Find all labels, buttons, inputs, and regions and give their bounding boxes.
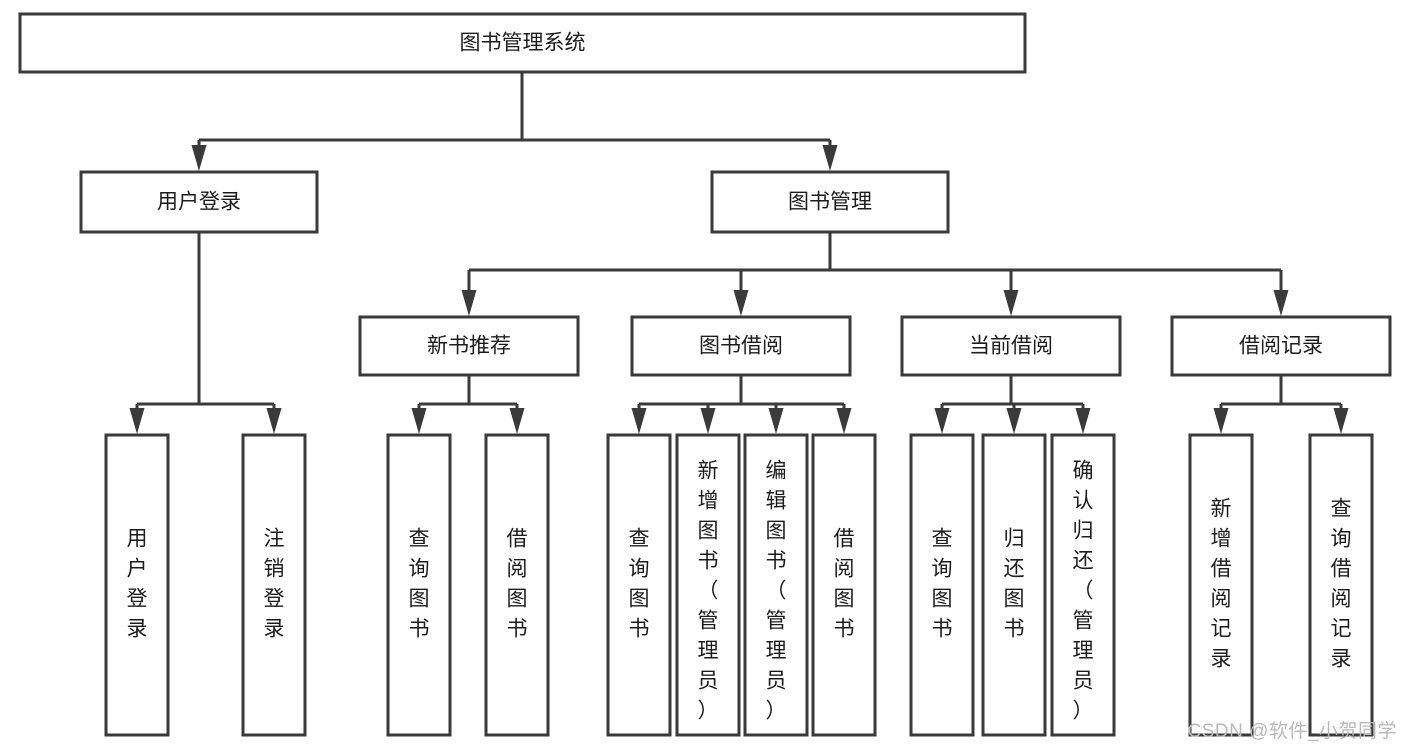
- node-box[interactable]: [606, 433, 672, 737]
- node-box[interactable]: [1050, 433, 1116, 737]
- arrow-head-icon: [631, 408, 647, 434]
- node-label: 新增借阅记录: [1211, 498, 1232, 671]
- node-leaf-query-borrow-record[interactable]: 查询借阅记录: [1308, 433, 1374, 737]
- node-leaf-add-book[interactable]: 新增图书（管理员）: [675, 433, 741, 737]
- connectors-layer: [129, 72, 1349, 434]
- node-box[interactable]: [675, 433, 741, 737]
- node-leaf-user-logout[interactable]: 注销登录: [241, 433, 307, 737]
- node-label: 归还图书: [1004, 528, 1025, 641]
- node-borrow-record[interactable]: 借阅记录: [1170, 315, 1392, 377]
- node-leaf-query-book-recommend[interactable]: 查询图书: [386, 433, 452, 737]
- node-box[interactable]: [358, 315, 580, 377]
- node-leaf-confirm-return[interactable]: 确认归还（管理员）: [1050, 433, 1116, 737]
- arrow-head-icon: [822, 145, 838, 171]
- node-user-login[interactable]: 用户登录: [79, 170, 319, 234]
- node-leaf-query-book-borrow[interactable]: 查询图书: [606, 433, 672, 737]
- node-book-borrow[interactable]: 图书借阅: [630, 315, 852, 377]
- node-box[interactable]: [79, 170, 319, 234]
- node-box[interactable]: [811, 433, 877, 737]
- arrow-head-icon: [836, 408, 852, 434]
- connector-conn-new-book-recommend: [411, 375, 525, 434]
- node-box[interactable]: [710, 170, 950, 234]
- node-box[interactable]: [743, 433, 809, 737]
- node-box[interactable]: [900, 315, 1122, 377]
- node-box[interactable]: [1308, 433, 1374, 737]
- node-label: 图书管理系统: [460, 32, 586, 55]
- node-label: 新书推荐: [427, 335, 511, 358]
- arrow-head-icon: [733, 290, 749, 316]
- node-label: 借阅图书: [834, 528, 855, 641]
- node-leaf-edit-book[interactable]: 编辑图书（管理员）: [743, 433, 809, 737]
- node-leaf-borrow-book-recommend[interactable]: 借阅图书: [484, 433, 550, 737]
- node-label: 确认归还（管理员）: [1073, 460, 1094, 723]
- node-box[interactable]: [909, 433, 975, 737]
- nodes-layer: 图书管理系统用户登录图书管理新书推荐图书借阅当前借阅借阅记录用户登录注销登录查询…: [18, 12, 1392, 737]
- node-label: 图书借阅: [699, 335, 783, 358]
- node-box[interactable]: [1188, 433, 1254, 737]
- arrow-head-icon: [700, 408, 716, 434]
- arrow-head-icon: [509, 408, 525, 434]
- connector-conn-borrow-record: [1213, 375, 1349, 434]
- node-root[interactable]: 图书管理系统: [18, 12, 1027, 74]
- node-label: 用户登录: [127, 528, 148, 641]
- arrow-head-icon: [934, 408, 950, 434]
- connector-conn-book-management: [461, 232, 1289, 316]
- connector-conn-user-login: [129, 232, 282, 434]
- arrow-head-icon: [768, 408, 784, 434]
- arrow-head-icon: [129, 408, 145, 434]
- arrow-head-icon: [1213, 408, 1229, 434]
- arrow-head-icon: [1273, 290, 1289, 316]
- node-label: 借阅记录: [1239, 335, 1323, 358]
- node-label: 查询图书: [932, 528, 953, 641]
- arrow-head-icon: [1333, 408, 1349, 434]
- node-box[interactable]: [981, 433, 1047, 737]
- arrow-head-icon: [411, 408, 427, 434]
- node-box[interactable]: [484, 433, 550, 737]
- node-label: 编辑图书（管理员）: [766, 460, 787, 723]
- node-leaf-borrow-book[interactable]: 借阅图书: [811, 433, 877, 737]
- arrow-head-icon: [1003, 290, 1019, 316]
- node-leaf-return-book[interactable]: 归还图书: [981, 433, 1047, 737]
- arrow-head-icon: [266, 408, 282, 434]
- node-label: 借阅图书: [507, 528, 528, 641]
- node-book-management[interactable]: 图书管理: [710, 170, 950, 234]
- node-box[interactable]: [241, 433, 307, 737]
- node-leaf-user-login[interactable]: 用户登录: [104, 433, 170, 737]
- connector-conn-current-borrow: [934, 375, 1091, 434]
- node-current-borrow[interactable]: 当前借阅: [900, 315, 1122, 377]
- node-label: 当前借阅: [969, 335, 1053, 358]
- node-box[interactable]: [104, 433, 170, 737]
- arrow-head-icon: [461, 290, 477, 316]
- node-label: 查询图书: [409, 528, 430, 641]
- node-box[interactable]: [18, 12, 1027, 74]
- watermark-text: CSDN @软件_小贺同学: [1187, 721, 1397, 742]
- node-label: 用户登录: [157, 191, 241, 214]
- connector-conn-root: [191, 72, 838, 171]
- node-leaf-add-borrow-record[interactable]: 新增借阅记录: [1188, 433, 1254, 737]
- arrow-head-icon: [191, 145, 207, 171]
- node-box[interactable]: [386, 433, 452, 737]
- node-leaf-query-book-current[interactable]: 查询图书: [909, 433, 975, 737]
- node-box[interactable]: [630, 315, 852, 377]
- node-label: 查询图书: [629, 528, 650, 641]
- connector-conn-book-borrow: [631, 375, 852, 434]
- node-label: 图书管理: [788, 191, 872, 214]
- node-new-book-recommend[interactable]: 新书推荐: [358, 315, 580, 377]
- node-label: 查询借阅记录: [1331, 498, 1352, 671]
- node-label: 新增图书（管理员）: [698, 460, 719, 723]
- arrow-head-icon: [1075, 408, 1091, 434]
- node-box[interactable]: [1170, 315, 1392, 377]
- arrow-head-icon: [1006, 408, 1022, 434]
- node-label: 注销登录: [264, 528, 285, 641]
